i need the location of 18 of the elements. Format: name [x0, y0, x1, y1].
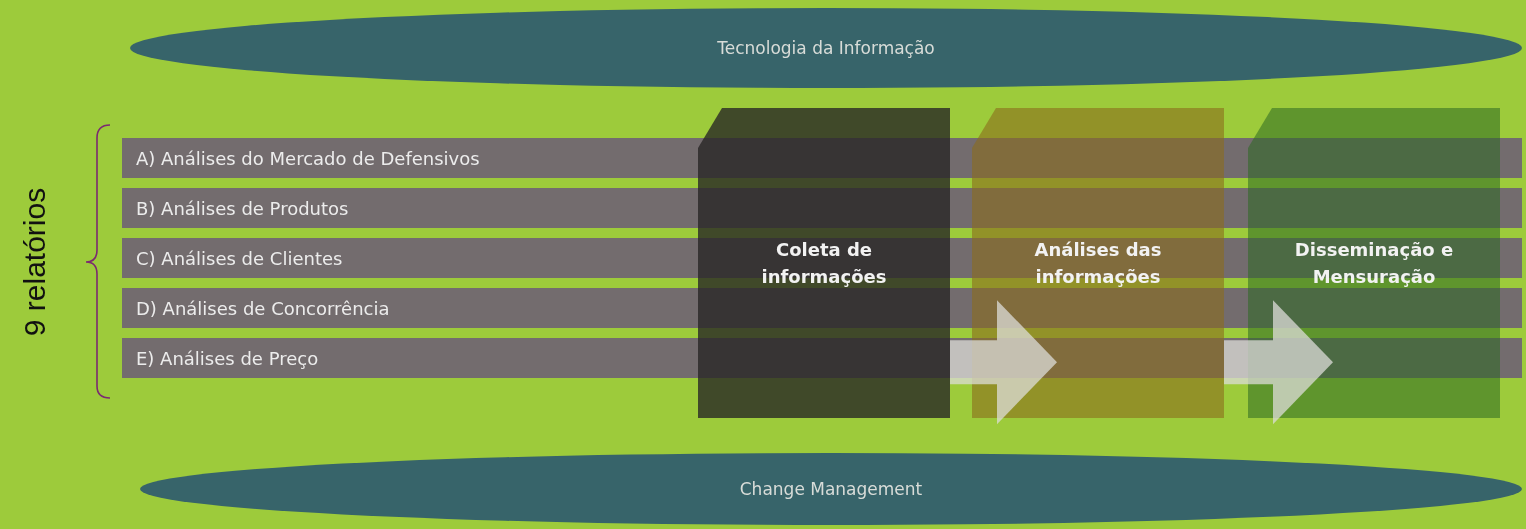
- flow-arrow: [950, 300, 1057, 425]
- report-label: E) Análises de Preço: [136, 347, 319, 369]
- count-label: 9 relatórios: [18, 187, 52, 337]
- band-label: Change Management: [739, 479, 923, 499]
- report-bar: [122, 138, 698, 178]
- phase-title: Coleta de informações: [760, 238, 888, 289]
- report-label: A) Análises do Mercado de Defensivos: [136, 147, 480, 169]
- phase-title: Disseminação e Mensuração: [1293, 238, 1455, 289]
- report-bar: [122, 288, 698, 328]
- report-bar: [122, 338, 698, 378]
- report-label: D) Análises de Concorrência: [136, 297, 390, 319]
- band-label: Tecnologia da Informação: [717, 38, 935, 58]
- flow-arrow: [1224, 300, 1333, 425]
- report-label: B) Análises de Produtos: [136, 197, 349, 219]
- report-bar: [122, 238, 698, 278]
- report-bar: [122, 188, 698, 228]
- report-label: C) Análises de Clientes: [136, 247, 343, 269]
- phase-title: Análises das informações: [1033, 238, 1163, 289]
